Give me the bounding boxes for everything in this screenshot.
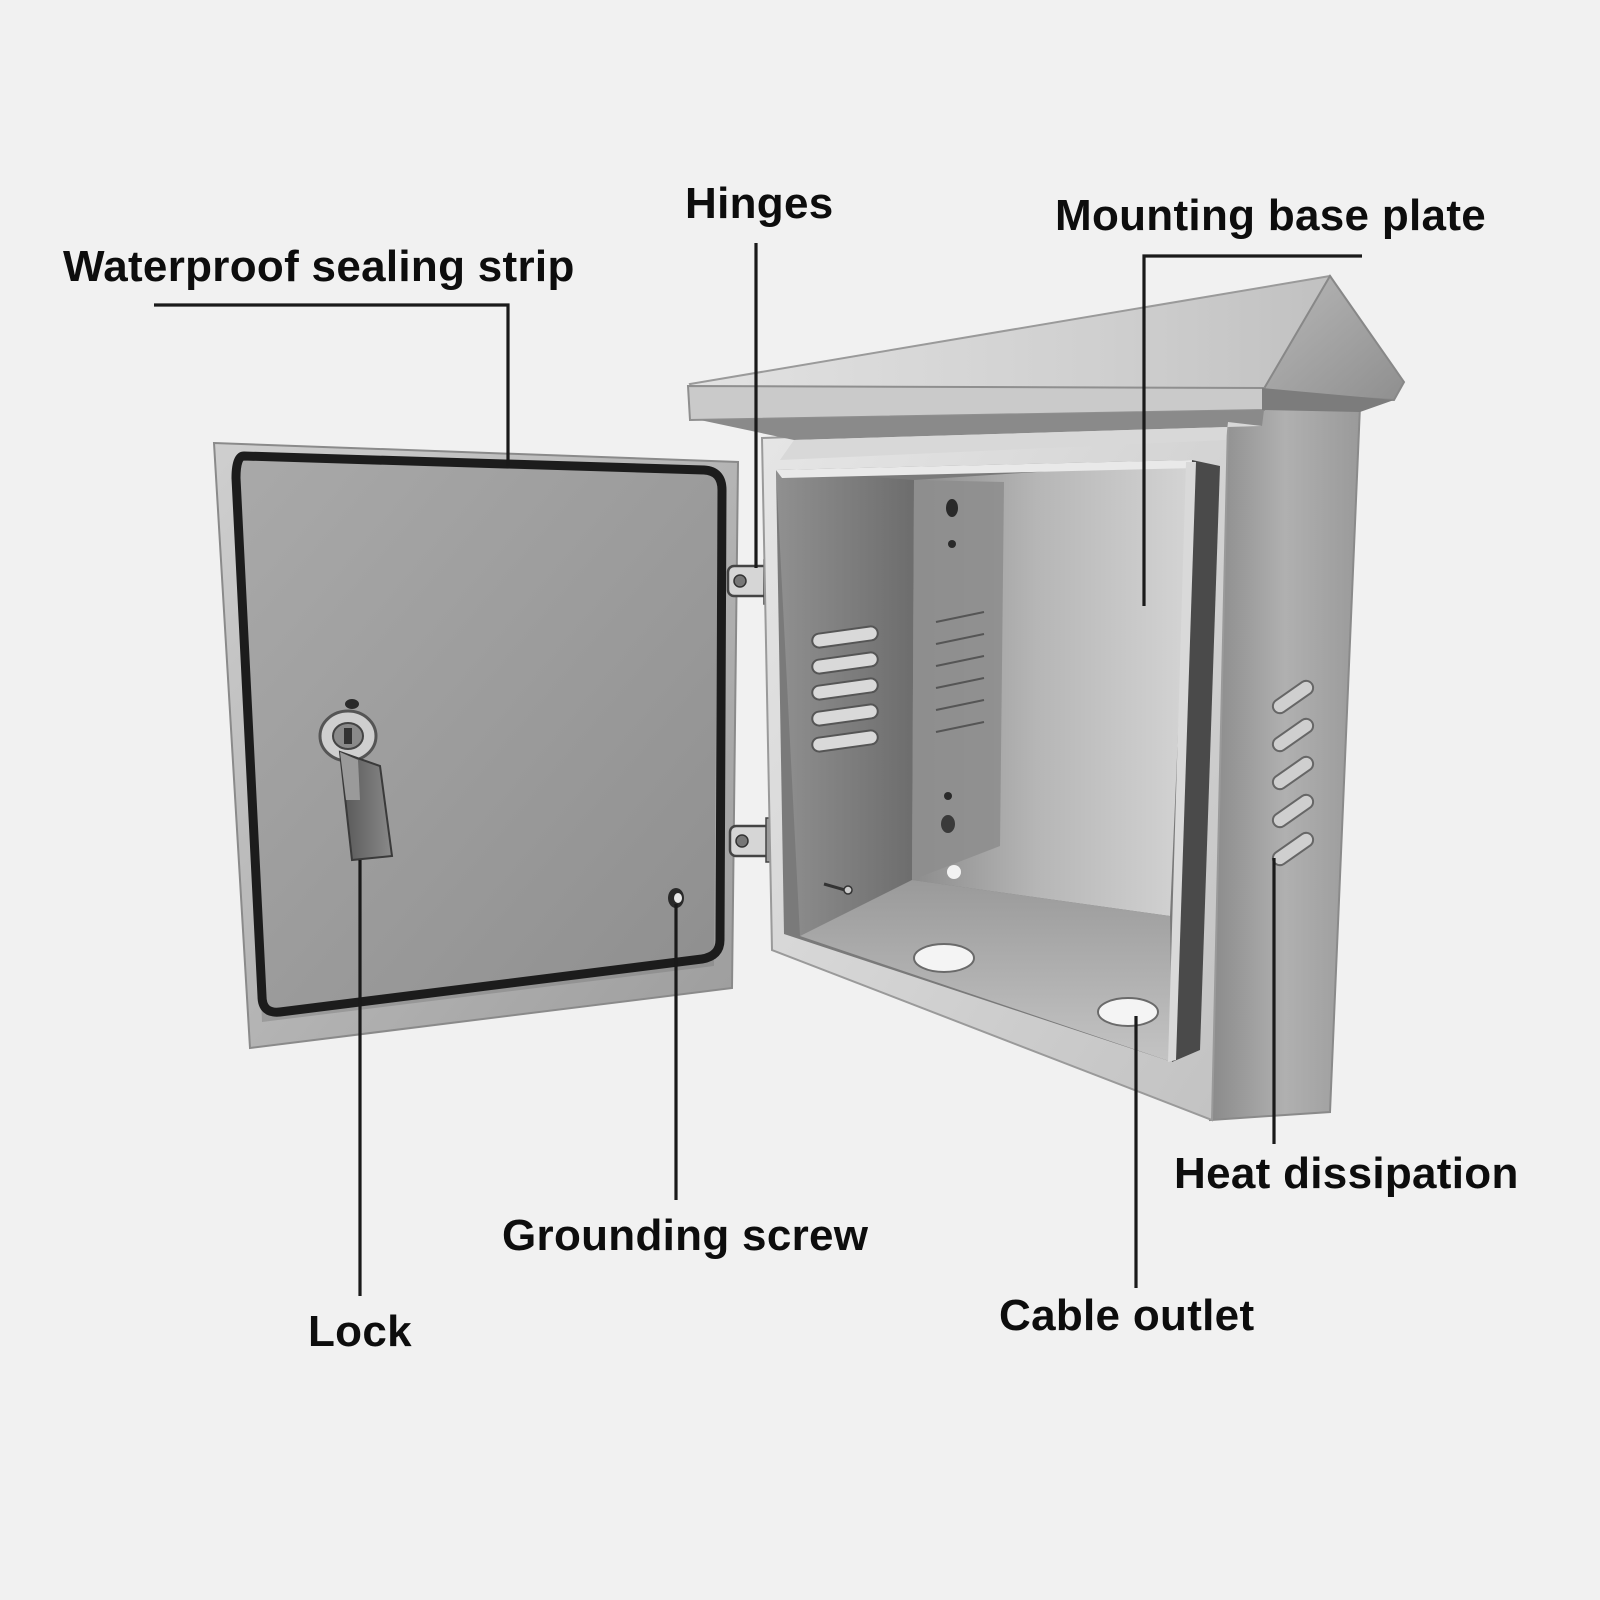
grounding-screw-icon xyxy=(668,888,684,908)
label-mounting-base-plate: Mounting base plate xyxy=(1055,191,1487,240)
label-grounding-screw: Grounding screw xyxy=(502,1211,869,1260)
cabinet-side-wall xyxy=(1208,394,1362,1122)
cable-outlet-holes xyxy=(913,943,1159,1027)
cabinet-roof xyxy=(686,274,1406,460)
label-cable-outlet: Cable outlet xyxy=(999,1291,1255,1340)
door-inner-panel xyxy=(238,457,718,1022)
label-waterproof-sealing-strip: Waterproof sealing strip xyxy=(63,242,575,291)
plate-vent-slots xyxy=(935,611,985,733)
plate-mounting-holes xyxy=(941,499,961,879)
leader-mounting-base-plate xyxy=(1142,254,1362,606)
leader-waterproof-sealing-strip xyxy=(154,303,510,466)
lock-icon xyxy=(318,699,394,862)
label-hinges: Hinges xyxy=(685,179,834,228)
cabinet-body xyxy=(760,394,1362,1122)
label-heat-dissipation: Heat dissipation xyxy=(1174,1149,1519,1198)
inner-ground-stud xyxy=(823,882,853,895)
inner-vent-slots xyxy=(811,625,879,753)
door xyxy=(212,441,740,1050)
label-lock: Lock xyxy=(308,1307,412,1356)
cabinet-inner-left-wall xyxy=(776,470,914,936)
sealing-strip-gasket xyxy=(231,451,727,1017)
heat-dissipation-vents xyxy=(1271,679,1315,867)
leader-lines xyxy=(154,243,1362,1296)
cabinet-floor xyxy=(800,880,1172,1062)
